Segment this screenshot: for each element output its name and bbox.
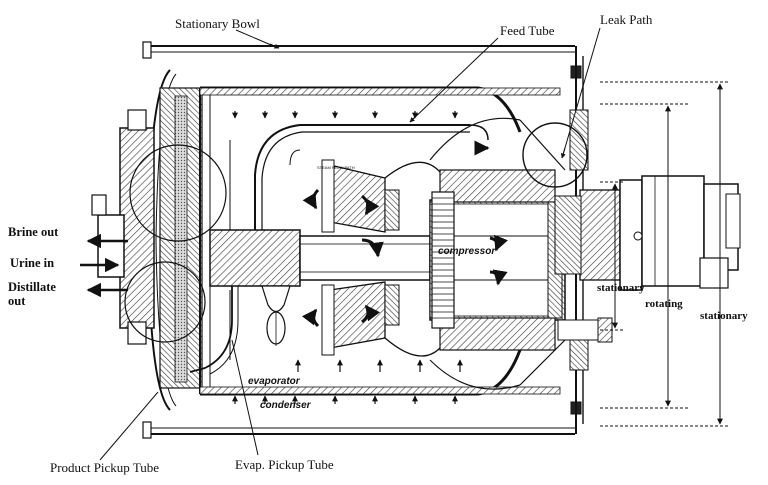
condenser-label: condenser (260, 400, 311, 411)
leader-arrowheads (269, 43, 566, 159)
steam-flow-arrows (301, 140, 508, 328)
rotating-label: rotating (645, 298, 683, 310)
gear-teeth (431, 191, 455, 329)
leader-lines (99, 27, 601, 461)
product-pickup-tube-label: Product Pickup Tube (50, 460, 160, 475)
stationary-inner-label: stationary (597, 282, 645, 294)
evap-pickup-tube (189, 270, 239, 375)
evaporator-walls (229, 117, 566, 390)
level-sensor (261, 285, 291, 346)
evap-pickup-tube-label: Evap. Pickup Tube (235, 457, 334, 472)
central-shaft (209, 169, 566, 351)
leak-path-label: Leak Path (600, 12, 653, 27)
compressor-label: compressor (438, 246, 496, 257)
flow-arrows (232, 111, 463, 404)
leak-path-circle (522, 122, 588, 188)
urine-in-label: Urine in (10, 256, 55, 270)
left-housing (91, 69, 227, 411)
steam-flow-path-label: STEAM FLOW PATH (317, 165, 355, 170)
feed-tube-label: Feed Tube (500, 23, 555, 38)
stationary-outer-label: stationary (700, 310, 748, 322)
stationary-bowl-label: Stationary Bowl (175, 16, 260, 31)
evaporator-label: evaporator (248, 376, 300, 387)
port-arrows (80, 233, 128, 298)
distillate-out-label-line1: Distillate (8, 280, 56, 294)
distillate-out-label-line2: out (8, 294, 26, 308)
brine-out-label: Brine out (8, 225, 59, 239)
dimension-lines (600, 81, 730, 427)
